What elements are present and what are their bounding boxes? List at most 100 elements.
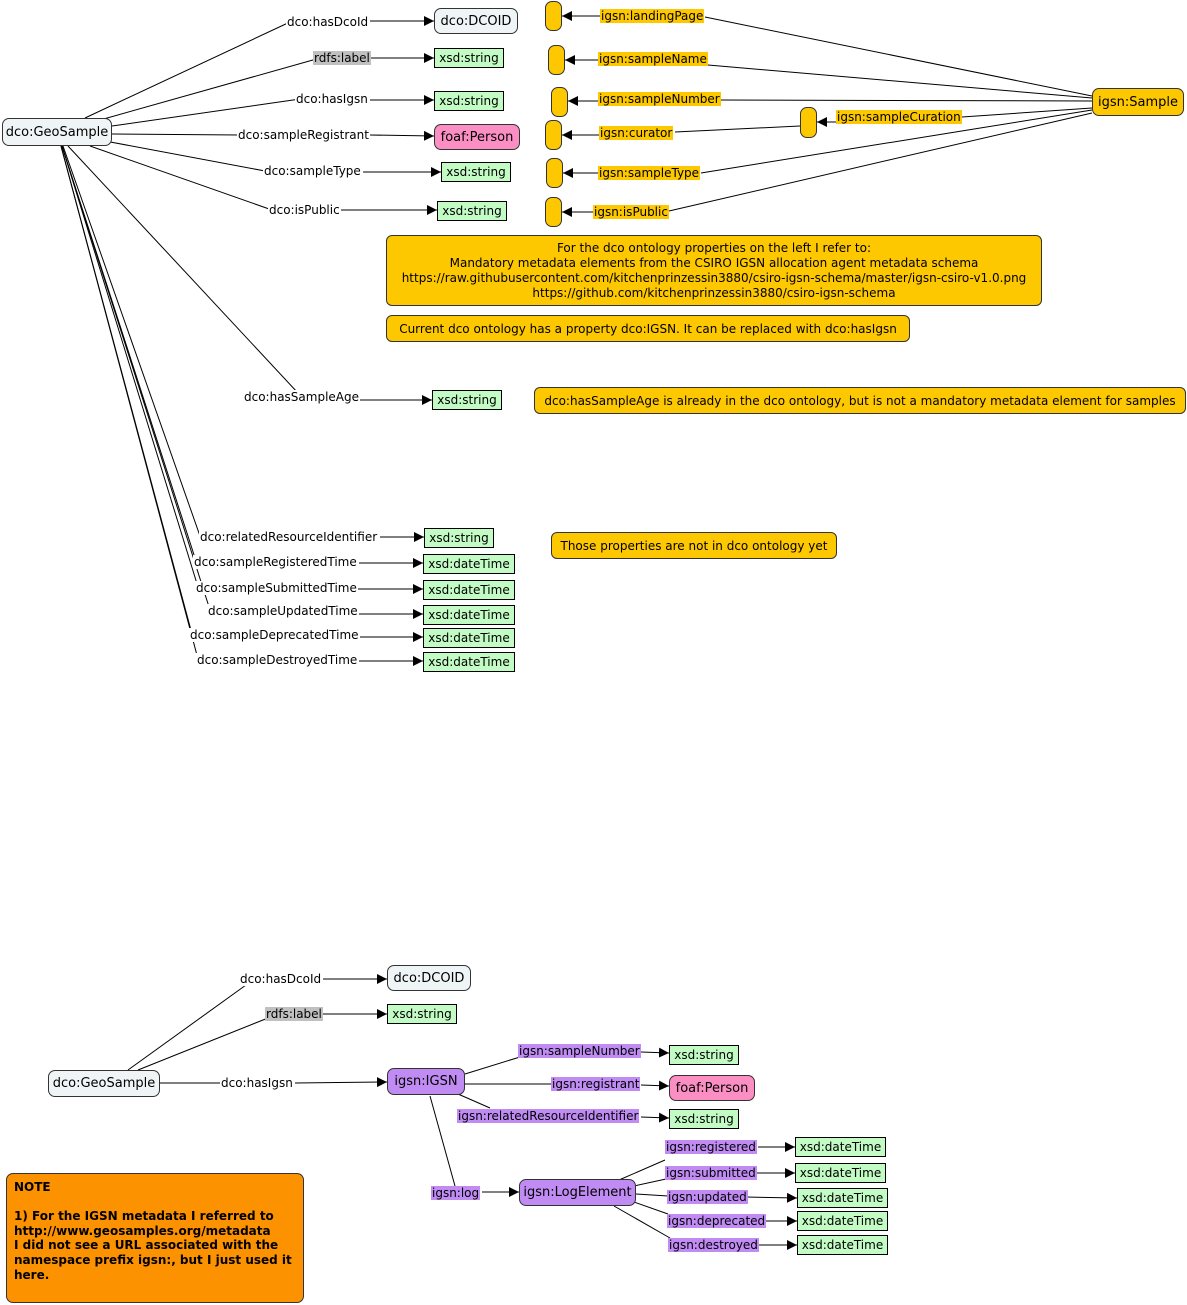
xsd-datetime-node[interactable]: xsd:dateTime <box>795 1137 886 1157</box>
xsd-datetime-label: xsd:dateTime <box>801 1191 884 1205</box>
prop-sampledestroyedtime[interactable]: dco:sampleDestroyedTime <box>196 653 359 667</box>
prop-igsn-curator[interactable]: igsn:curator <box>599 126 674 140</box>
prop-igsn-samplename[interactable]: igsn:sampleName <box>598 52 708 66</box>
prop-rdfs-label[interactable]: rdfs:label <box>265 1007 323 1021</box>
geosample-node[interactable]: dco:GeoSample <box>48 1070 160 1097</box>
xsd-string-label: xsd:string <box>674 1112 734 1126</box>
xsd-datetime-node[interactable]: xsd:dateTime <box>423 554 515 574</box>
prop-igsn-registrant[interactable]: igsn:registrant <box>551 1077 641 1091</box>
xsd-string-node[interactable]: xsd:string <box>432 390 502 410</box>
geosample-node[interactable]: dco:GeoSample <box>2 118 112 146</box>
xsd-string-node[interactable]: xsd:string <box>669 1109 739 1129</box>
xsd-datetime-node[interactable]: xsd:dateTime <box>423 580 515 600</box>
blank-node[interactable] <box>545 1 562 31</box>
prop-igsn-submitted[interactable]: igsn:submitted <box>665 1166 757 1180</box>
prop-sampledeprecatedtime[interactable]: dco:sampleDeprecatedTime <box>189 628 360 642</box>
prop-igsn-registered[interactable]: igsn:registered <box>665 1140 757 1154</box>
xsd-datetime-label: xsd:dateTime <box>801 1238 884 1252</box>
note-line: http://www.geosamples.org/metadata <box>14 1223 271 1238</box>
prop-igsn-sampletype[interactable]: igsn:sampleType <box>598 166 701 180</box>
not-in-ontology-note: Those properties are not in dco ontology… <box>551 532 837 559</box>
prop-sampleregistrant[interactable]: dco:sampleRegistrant <box>237 128 370 142</box>
xsd-datetime-node[interactable]: xsd:dateTime <box>797 1235 888 1255</box>
foaf-person-node[interactable]: foaf:Person <box>434 124 520 150</box>
xsd-datetime-node[interactable]: xsd:dateTime <box>423 628 515 648</box>
xsd-string-node[interactable]: xsd:string <box>387 1004 457 1024</box>
dcoid-label: dco:DCOID <box>393 970 465 986</box>
prop-ispublic[interactable]: dco:isPublic <box>268 203 341 217</box>
prop-rdfs-label[interactable]: rdfs:label <box>313 51 371 65</box>
xsd-string-node[interactable]: xsd:string <box>669 1045 739 1065</box>
xsd-datetime-node[interactable]: xsd:dateTime <box>795 1163 886 1183</box>
sample-age-note: dco:hasSampleAge is already in the dco o… <box>534 387 1186 414</box>
xsd-datetime-label: xsd:dateTime <box>801 1214 884 1228</box>
xsd-datetime-label: xsd:dateTime <box>428 557 510 571</box>
note-line: I did not see a URL associated with the <box>14 1238 279 1253</box>
xsd-datetime-node[interactable]: xsd:dateTime <box>797 1188 888 1208</box>
xsd-string-label: xsd:string <box>442 204 502 218</box>
xsd-datetime-label: xsd:dateTime <box>799 1166 882 1180</box>
note-line: namespace prefix igsn:, but I just used … <box>14 1252 292 1267</box>
xsd-string-node[interactable]: xsd:string <box>437 201 507 221</box>
prop-igsn-samplenumber[interactable]: igsn:sampleNumber <box>598 92 721 106</box>
prop-igsn-ispublic[interactable]: igsn:isPublic <box>593 205 669 219</box>
foaf-person-node[interactable]: foaf:Person <box>669 1075 755 1101</box>
prop-igsn-landingpage[interactable]: igsn:landingPage <box>600 9 705 23</box>
note-line: 1) For the IGSN metadata I referred to <box>14 1209 274 1224</box>
prop-igsn-updated[interactable]: igsn:updated <box>667 1190 748 1204</box>
note-text: Those properties are not in dco ontology… <box>560 539 828 553</box>
xsd-string-label: xsd:string <box>439 94 499 108</box>
dcoid-node[interactable]: dco:DCOID <box>387 965 471 991</box>
reference-note: For the dco ontology properties on the l… <box>386 235 1042 306</box>
prop-hasigsn[interactable]: dco:hasIgsn <box>220 1076 294 1090</box>
igsn-node[interactable]: igsn:IGSN <box>387 1068 465 1095</box>
xsd-datetime-label: xsd:dateTime <box>428 583 510 597</box>
xsd-string-label: xsd:string <box>429 531 489 545</box>
prop-sampleupdatedtime[interactable]: dco:sampleUpdatedTime <box>207 604 359 618</box>
prop-igsn-samplecuration[interactable]: igsn:sampleCuration <box>836 110 962 124</box>
xsd-string-node[interactable]: xsd:string <box>434 91 504 111</box>
note-spacer <box>14 1195 296 1210</box>
prop-igsn-samplenumber[interactable]: igsn:sampleNumber <box>518 1044 641 1058</box>
xsd-string-node[interactable]: xsd:string <box>441 162 511 182</box>
blank-node[interactable] <box>545 120 562 150</box>
prop-hassampleage[interactable]: dco:hasSampleAge <box>243 390 361 404</box>
prop-sampleregisteredtime[interactable]: dco:sampleRegisteredTime <box>193 555 358 569</box>
dcoid-node[interactable]: dco:DCOID <box>434 8 518 34</box>
xsd-string-node[interactable]: xsd:string <box>424 528 494 548</box>
note-line: https://raw.githubusercontent.com/kitche… <box>401 271 1027 285</box>
xsd-string-node[interactable]: xsd:string <box>434 48 504 68</box>
igsn-sample-node[interactable]: igsn:Sample <box>1092 88 1184 116</box>
blank-node[interactable] <box>548 45 565 75</box>
xsd-string-label: xsd:string <box>446 165 506 179</box>
igsn-sample-label: igsn:Sample <box>1098 94 1178 110</box>
prop-igsn-deprecated[interactable]: igsn:deprecated <box>667 1214 767 1228</box>
prop-sampletype[interactable]: dco:sampleType <box>263 164 362 178</box>
note-text: Current dco ontology has a property dco:… <box>399 322 897 336</box>
prop-igsn-relatedresourceidentifier[interactable]: igsn:relatedResourceIdentifier <box>457 1109 640 1123</box>
geosample-label: dco:GeoSample <box>52 1076 156 1091</box>
prop-samplesubmittedtime[interactable]: dco:sampleSubmittedTime <box>195 581 358 595</box>
igsn-label: igsn:IGSN <box>394 1074 458 1089</box>
blank-node[interactable] <box>546 158 563 188</box>
blank-node[interactable] <box>551 87 568 117</box>
xsd-datetime-label: xsd:dateTime <box>428 608 510 622</box>
note-text: dco:hasSampleAge is already in the dco o… <box>544 394 1176 408</box>
xsd-datetime-node[interactable]: xsd:dateTime <box>423 605 515 625</box>
prop-igsn-log[interactable]: igsn:log <box>431 1186 481 1200</box>
xsd-string-label: xsd:string <box>392 1007 452 1021</box>
xsd-datetime-node[interactable]: xsd:dateTime <box>423 652 515 672</box>
prop-igsn-destroyed[interactable]: igsn:destroyed <box>668 1238 759 1252</box>
igsn-metadata-note: NOTE 1) For the IGSN metadata I referred… <box>6 1173 304 1303</box>
xsd-datetime-node[interactable]: xsd:dateTime <box>797 1211 888 1231</box>
blank-node[interactable] <box>800 107 817 138</box>
geosample-label: dco:GeoSample <box>5 124 109 140</box>
prop-hasigsn[interactable]: dco:hasIgsn <box>295 92 369 106</box>
prop-hasdcoid[interactable]: dco:hasDcoId <box>239 972 323 986</box>
xsd-string-label: xsd:string <box>439 51 499 65</box>
log-element-node[interactable]: igsn:LogElement <box>519 1179 636 1206</box>
prop-relatedresourceidentifier[interactable]: dco:relatedResourceIdentifier <box>199 530 379 544</box>
blank-node[interactable] <box>545 197 562 227</box>
prop-hasdcoid[interactable]: dco:hasDcoId <box>286 15 370 29</box>
